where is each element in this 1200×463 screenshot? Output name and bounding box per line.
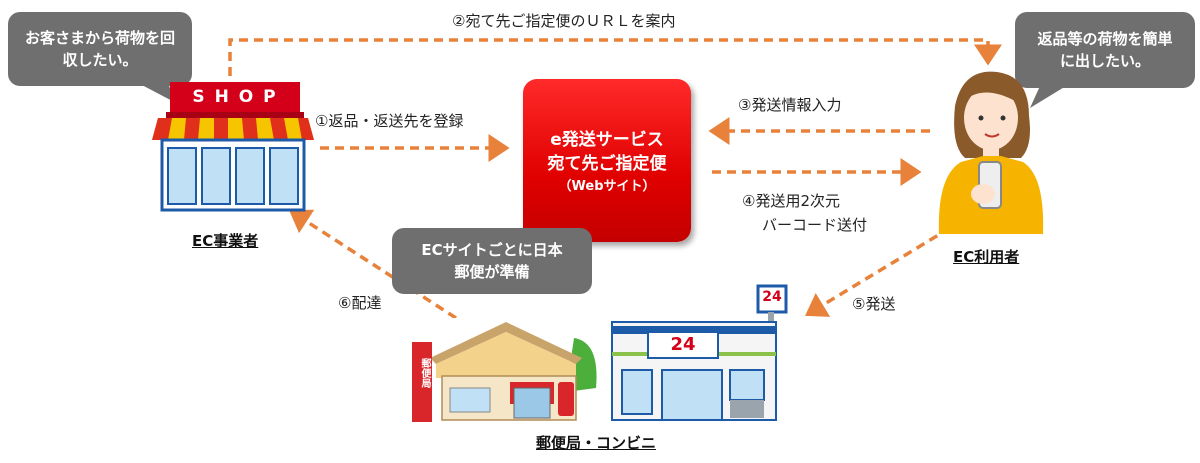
step3-label: ③発送情報入力 — [738, 96, 842, 114]
post-office-sign-text: 郵便局 — [419, 358, 430, 388]
post-office-illustration: 郵便局 — [406, 318, 600, 422]
arrow-step5 — [805, 226, 951, 317]
ec-user-label: EC利用者 — [953, 248, 1020, 266]
e-shipping-service-box: e発送サービス 宛て先ご指定便 （Webサイト） — [523, 79, 691, 242]
bubble-ec-operator-text: お客さまから荷物を回収したい。 — [25, 29, 176, 69]
step1-label: ①返品・返送先を登録 — [315, 112, 464, 130]
arrow-step2 — [228, 38, 1002, 76]
shop-illustration: S H O P — [150, 82, 316, 214]
ec-user-illustration — [925, 66, 1055, 234]
service-title: e発送サービス — [550, 130, 664, 150]
step2-label: ②宛て先ご指定便のＵＲＬを案内 — [452, 12, 676, 30]
arrow-step6 — [289, 209, 457, 320]
step4-label-line1: ④発送用2次元 — [742, 192, 840, 210]
convenience-store-illustration: 24 24 — [608, 282, 794, 422]
store-sign-text: 24 — [670, 334, 696, 355]
bubble-post-prep: ECサイトごとに日本郵便が準備 — [392, 228, 592, 294]
step6-label: ⑥配達 — [338, 294, 382, 312]
bubble-ec-user-text: 返品等の荷物を簡単に出したい。 — [1037, 30, 1173, 70]
store-pole-sign-text: 24 — [762, 289, 782, 305]
ec-operator-label: EC事業者 — [192, 232, 259, 250]
post-convenience-label: 郵便局・コンビニ — [536, 434, 657, 452]
bubble-post-prep-text: ECサイトごとに日本郵便が準備 — [421, 241, 563, 281]
bubble-ec-user: 返品等の荷物を簡単に出したい。 — [1015, 12, 1195, 88]
shop-sign-text: S H O P — [192, 87, 278, 107]
service-website-label: （Webサイト） — [558, 179, 656, 194]
service-subtitle: 宛て先ご指定便 — [547, 154, 667, 174]
step5-label: ⑤発送 — [852, 295, 896, 313]
bubble-ec-operator: お客さまから荷物を回収したい。 — [8, 12, 192, 86]
step4-label-line2: バーコード送付 — [762, 216, 868, 234]
